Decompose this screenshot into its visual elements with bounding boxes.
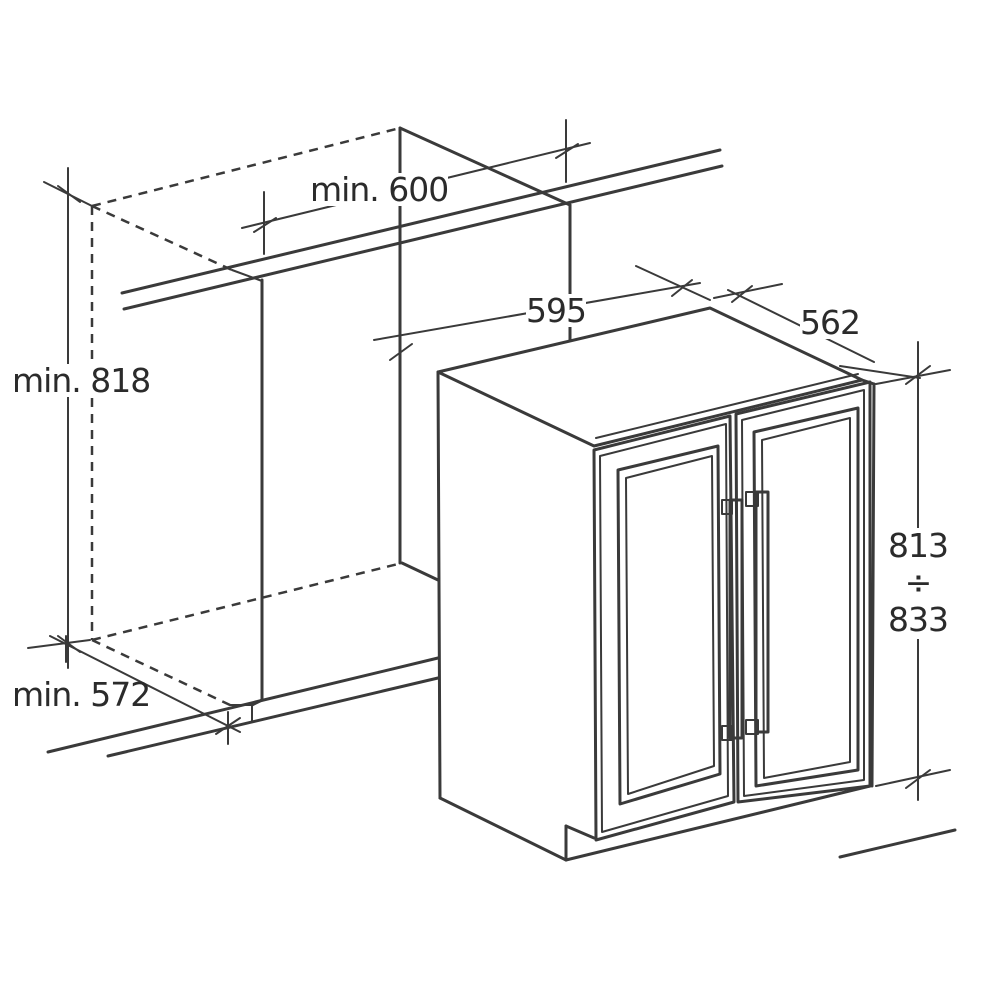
depth-label: 562 (800, 303, 861, 342)
right-door-panel (752, 406, 860, 788)
appliance-bottom-side (438, 796, 568, 862)
floor-line-right (838, 828, 957, 859)
floor-lines (46, 656, 957, 859)
right-handle-bar (754, 490, 770, 734)
niche-bottom-back-edge (91, 561, 403, 642)
height-max-value: 833 (886, 599, 950, 639)
appliance-right-edge (870, 382, 876, 788)
niche-top-side-edge (91, 204, 233, 272)
appliance-left-edge (436, 370, 442, 800)
countertop-bottom-edge (122, 164, 724, 311)
left-door-panel (616, 444, 722, 806)
min-height-label: min. 818 (12, 361, 151, 400)
appliance-body (436, 306, 876, 862)
min-width-label: min. 600 (310, 170, 449, 209)
niche-top-back-edge (91, 126, 401, 208)
height-range-separator: ÷ (886, 564, 950, 602)
niche-outline (90, 126, 403, 707)
countertop (120, 148, 724, 311)
height-min-value: 813 (886, 526, 950, 565)
plinth-bottom (564, 784, 872, 862)
left-handle-bar (728, 498, 744, 740)
min-depth-label: min. 572 (12, 675, 151, 714)
dimension-min-height (27, 167, 93, 669)
floor-line-back (106, 676, 440, 758)
countertop-top-edge (120, 148, 722, 295)
height-range-label: 813 ÷ 833 (886, 526, 950, 639)
door-handles (721, 490, 770, 741)
left-door-frame (592, 414, 736, 842)
dimension-min-depth (49, 635, 241, 745)
right-door-frame (734, 380, 872, 804)
width-label: 595 (526, 291, 587, 330)
niche-floor-edge (400, 561, 440, 582)
left-door (592, 414, 736, 842)
